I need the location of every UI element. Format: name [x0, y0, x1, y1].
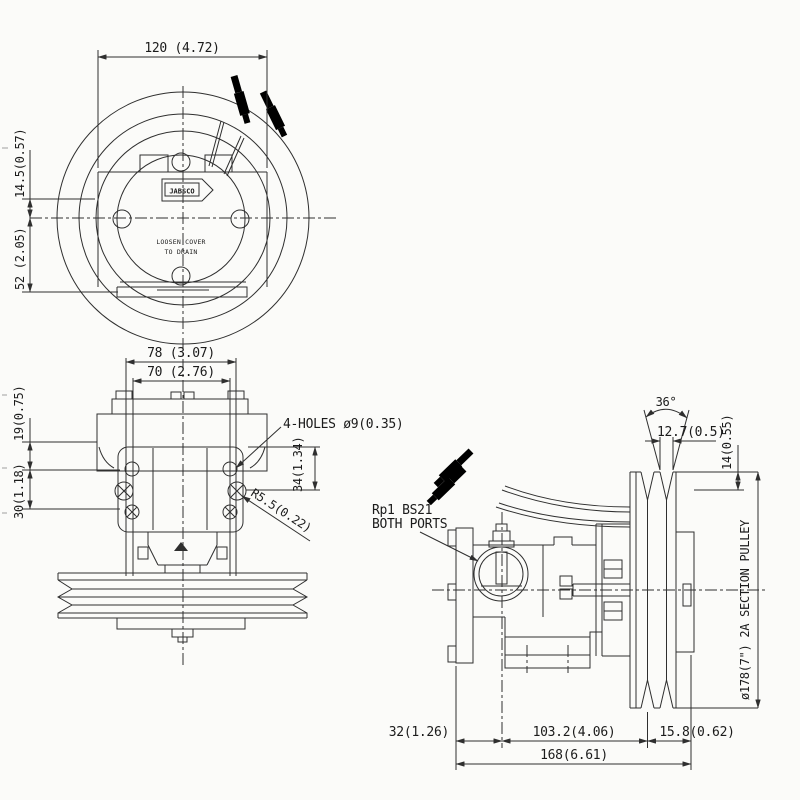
wires-front	[208, 120, 245, 177]
front-left-dimensions: 14.5(0.57) 52 (2.05)	[13, 129, 118, 293]
ports-callout-line1: Rp1 BS21	[372, 503, 432, 518]
dim-front-center-offset: 14.5(0.57)	[13, 129, 27, 198]
port-boss	[473, 523, 529, 602]
front-view: JABSCO LOOSEN COVER TO DRAIN 120 (4.72) …	[13, 41, 338, 345]
profile-bottom-dimensions: 32(1.26) 103.2(4.06) 15.8(0.62) 168(6.61…	[389, 655, 735, 770]
holes-callout-group: 4-HOLES ø9(0.35)	[235, 417, 404, 469]
pulley-side-profile	[56, 542, 309, 643]
holes-callout-label: 4-HOLES ø9(0.35)	[283, 417, 403, 432]
pulley-edge-view	[629, 471, 695, 709]
rim-depth-dimension: 14(0.55)	[676, 415, 758, 491]
dim-flange-to-center: 32(1.26)	[389, 725, 449, 740]
side-width-dimensions: 78 (3.07) 70 (2.76)	[125, 346, 237, 384]
groove-width-dimension: 12.7(0.5)	[645, 425, 725, 470]
centerline-arrow	[174, 542, 188, 551]
pump-body-front	[97, 154, 268, 298]
scan-artifacts	[2, 147, 8, 514]
pulley-spec-label: ø178(7") 2A SECTION PULLEY	[738, 519, 752, 700]
dim-pulley-hub: 15.8(0.62)	[659, 725, 734, 740]
dim-slot-offset: 34(1.34)	[291, 437, 305, 492]
dim-overall-length: 168(6.61)	[540, 748, 608, 763]
bearing-housing-side	[137, 532, 228, 573]
cover-drain-note-line2: TO DRAIN	[165, 248, 198, 256]
cover-drain-note-line1: LOOSEN COVER	[156, 238, 205, 246]
side-flange	[111, 390, 249, 415]
profile-view: Rp1 BS21 BOTH PORTS 36° 12.7(0.5) 14(0.5…	[372, 395, 766, 770]
cover-screws	[112, 152, 250, 286]
side-left-dimensions: 19(0.75) 30(1.18)	[12, 386, 120, 519]
mounting-holes	[114, 461, 247, 520]
side-body	[96, 413, 268, 533]
wire-connectors-profile	[425, 447, 631, 528]
dim-side-lower-offset: 30(1.18)	[12, 464, 26, 519]
profile-body	[473, 523, 630, 673]
wire-connectors-front	[208, 74, 289, 177]
profile-centerlines	[432, 512, 766, 748]
slot-offset-dimension: 34(1.34)	[246, 437, 320, 492]
slot-radius-callout-group: R5.5(0.22)	[241, 486, 314, 542]
side-view: 78 (3.07) 70 (2.76)	[12, 338, 404, 668]
pulley-diameter-dimension: ø178(7") 2A SECTION PULLEY	[676, 471, 761, 709]
dim-rim-depth: 14(0.55)	[720, 415, 734, 470]
dim-side-bolt-spacing: 70 (2.76)	[147, 365, 215, 380]
ports-callout-group: Rp1 BS21 BOTH PORTS	[372, 503, 479, 562]
jabsco-logo: JABSCO	[161, 178, 214, 202]
jabsco-logo-text: JABSCO	[169, 188, 194, 196]
dim-groove-width: 12.7(0.5)	[657, 425, 725, 440]
profile-flange-plate	[447, 527, 474, 664]
dim-side-flange-width: 78 (3.07)	[147, 346, 215, 361]
groove-angle-label: 36°	[656, 395, 677, 409]
slot-radius-label: R5.5(0.22)	[248, 486, 314, 535]
dim-front-base-offset: 52 (2.05)	[13, 228, 27, 290]
ports-callout-line2: BOTH PORTS	[372, 517, 447, 532]
wires-profile	[495, 485, 631, 528]
dim-center-to-pulley: 103.2(4.06)	[533, 725, 616, 740]
dim-front-width: 120 (4.72)	[144, 41, 219, 56]
front-width-dimension: 120 (4.72)	[97, 41, 268, 168]
dim-side-upper-offset: 19(0.75)	[12, 386, 26, 441]
